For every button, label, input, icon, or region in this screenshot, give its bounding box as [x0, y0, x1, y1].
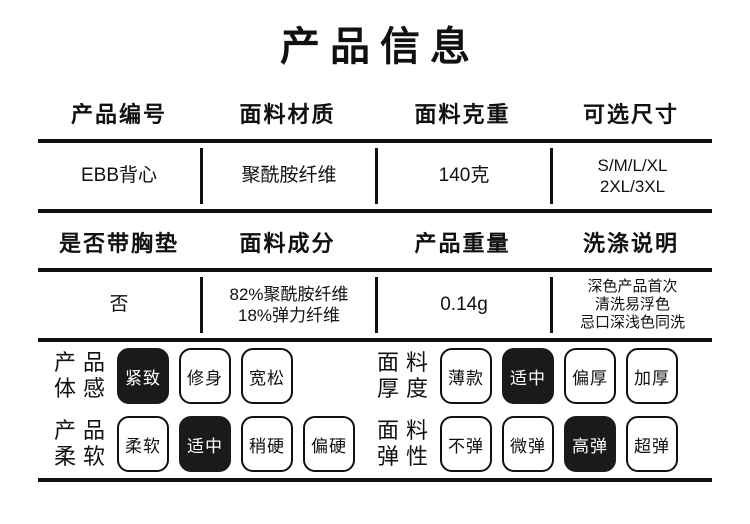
- header-cell: 面料材质: [239, 102, 336, 127]
- header-cell: 是否带胸垫: [58, 231, 179, 256]
- value-cell: 0.14g: [375, 277, 550, 333]
- product-info-page: 产品信息 产品编号 面料材质 面料克重 可选尺寸 EBB背心 聚酰胺纤维 140克 S/M/L…: [0, 24, 750, 482]
- attribute-label-line: 弹性: [377, 444, 436, 469]
- value-cell: 深色产品首次清洗易浮色忌口深浅色同洗: [550, 277, 712, 333]
- option-chip: 加厚: [626, 348, 679, 404]
- option-chip: 微弹: [502, 416, 555, 472]
- value-line: 否: [109, 293, 129, 315]
- value-line: EBB背心: [80, 164, 158, 186]
- option-chip: 不弹: [440, 416, 493, 472]
- option-chip: 稍硬: [241, 416, 294, 472]
- attribute-group: 面料弹性不弹微弹高弹超弹: [375, 416, 712, 472]
- value-line: 18%弹力纤维: [237, 306, 341, 325]
- option-chip: 偏硬: [303, 416, 356, 472]
- value-row: EBB背心 聚酰胺纤维 140克 S/M/L/XL 2XL/3XL: [38, 143, 712, 213]
- option-chip: 超弹: [626, 416, 679, 472]
- header-row: 是否带胸垫 面料成分 产品重量 洗涤说明: [38, 213, 712, 272]
- value-cell: 否: [38, 277, 200, 333]
- attribute-group: 产品柔软柔软适中稍硬偏硬: [38, 416, 375, 472]
- product-table: 产品编号 面料材质 面料克重 可选尺寸 EBB背心 聚酰胺纤维 140克 S/M/L/XL 2X…: [38, 84, 712, 342]
- attribute-label: 产品体感: [54, 350, 105, 402]
- attribute-section: 产品体感紧致修身宽松面料厚度薄款适中偏厚加厚产品柔软柔软适中稍硬偏硬面料弹性不弹…: [38, 342, 712, 482]
- value-line: S/M/L/XL: [597, 155, 668, 175]
- attribute-row: 产品柔软柔软适中稍硬偏硬面料弹性不弹微弹高弹超弹: [38, 410, 712, 478]
- header-cell: 洗涤说明: [582, 231, 679, 256]
- attribute-label-line: 面料: [377, 350, 436, 375]
- value-cell: S/M/L/XL 2XL/3XL: [550, 148, 712, 204]
- value-cell: 140克: [375, 148, 550, 204]
- value-line: 深色产品首次: [587, 278, 678, 295]
- value-line: 2XL/3XL: [599, 177, 666, 196]
- header-cell: 产品重量: [414, 231, 511, 256]
- attribute-label: 面料厚度: [377, 350, 428, 402]
- value-line: 82%聚酰胺纤维: [229, 284, 349, 304]
- value-line: 0.14g: [440, 293, 488, 315]
- option-chip: 柔软: [117, 416, 170, 472]
- option-chip-selected: 紧致: [117, 348, 170, 404]
- value-line: 聚酰胺纤维: [241, 164, 337, 186]
- value-row: 否 82%聚酰胺纤维 18%弹力纤维 0.14g 深色产品首次清洗易浮色忌口深浅色同洗: [38, 272, 712, 342]
- option-chip: 薄款: [440, 348, 493, 404]
- header-row: 产品编号 面料材质 面料克重 可选尺寸: [38, 84, 712, 143]
- option-chip-selected: 适中: [179, 416, 232, 472]
- page-title: 产品信息: [280, 25, 480, 69]
- option-chip-selected: 适中: [502, 348, 555, 404]
- header-cell: 产品编号: [70, 102, 167, 127]
- option-chip-selected: 高弹: [564, 416, 617, 472]
- value-cell: 聚酰胺纤维: [200, 148, 375, 204]
- attribute-label-line: 面料: [377, 418, 436, 443]
- attribute-label: 面料弹性: [377, 418, 428, 470]
- attribute-label: 产品柔软: [54, 418, 105, 470]
- attribute-label-line: 体感: [54, 376, 113, 401]
- value-cell: EBB背心: [38, 148, 200, 204]
- value-line: 清洗易浮色: [594, 296, 670, 313]
- header-cell: 面料克重: [414, 102, 511, 127]
- attribute-label-line: 产品: [54, 350, 113, 375]
- value-cell: 82%聚酰胺纤维 18%弹力纤维: [200, 277, 375, 333]
- attribute-group: 面料厚度薄款适中偏厚加厚: [375, 348, 712, 404]
- option-chip: 宽松: [241, 348, 294, 404]
- value-line: 140克: [438, 164, 490, 186]
- option-chip: 偏厚: [564, 348, 617, 404]
- attribute-label-line: 厚度: [377, 376, 436, 401]
- header-cell: 可选尺寸: [582, 102, 679, 127]
- attribute-label-line: 柔软: [54, 444, 113, 469]
- attribute-label-line: 产品: [54, 418, 113, 443]
- option-chip: 修身: [179, 348, 232, 404]
- attribute-group: 产品体感紧致修身宽松: [38, 348, 375, 404]
- value-line: 忌口深浅色同洗: [579, 314, 685, 331]
- attribute-row: 产品体感紧致修身宽松面料厚度薄款适中偏厚加厚: [38, 342, 712, 410]
- header-cell: 面料成分: [239, 231, 336, 256]
